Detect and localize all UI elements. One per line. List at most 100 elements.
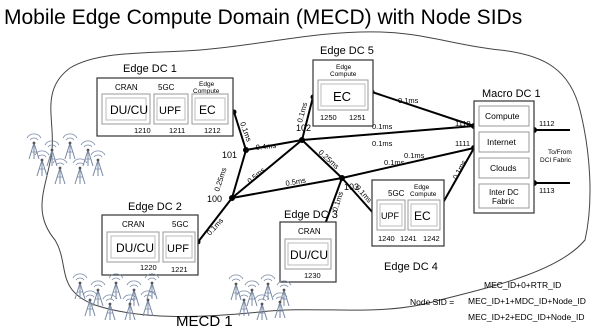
macro-dc-1: Macro DC 1 Compute Internet Clouds Inter… (455, 88, 572, 214)
svg-text:Internet: Internet (487, 137, 516, 147)
upf-label: UPF (159, 105, 181, 117)
cell-tower-icon (102, 294, 118, 321)
link-latency-label: 0.1ms (451, 158, 469, 180)
svg-text:1112: 1112 (539, 119, 555, 128)
svg-text:1211: 1211 (169, 126, 185, 135)
svg-text:1241: 1241 (400, 234, 417, 243)
router-icon (229, 195, 235, 201)
svg-text:1220: 1220 (140, 263, 157, 272)
link-100-103 (231, 177, 343, 199)
du-cu-label: DU/CU (116, 241, 154, 255)
svg-text:Inter DC: Inter DC (489, 188, 519, 197)
cell-tower-icon (72, 273, 88, 300)
svg-text:1250: 1250 (320, 113, 337, 122)
cell-tower-icon (260, 274, 276, 301)
cell-tower-icon (34, 150, 50, 177)
router-icon (339, 175, 345, 181)
ec-label: EC (199, 103, 216, 117)
cell-tower-icon (52, 158, 68, 185)
svg-text:5GC: 5GC (172, 220, 189, 229)
cell-tower-icon (80, 140, 96, 167)
cell-tower-icon (90, 280, 106, 307)
link-latency-label: 0.1ms (205, 216, 226, 237)
cell-tower-icon (126, 280, 142, 307)
node-sid-formula: MEC_ID+0+RTR_ID (484, 280, 561, 290)
cell-tower-icon (254, 294, 270, 321)
edge-dc-1-title: Edge DC 1 (123, 63, 177, 75)
svg-text:Compute: Compute (193, 88, 220, 95)
svg-text:CRAN: CRAN (115, 83, 138, 92)
cell-tower-icon (26, 133, 42, 160)
upf-label: UPF (381, 211, 400, 221)
svg-text:To/From: To/From (548, 149, 572, 156)
mecd-domain-outline (41, 31, 591, 317)
svg-text:1230: 1230 (304, 271, 321, 280)
upf-label: UPF (167, 243, 189, 255)
link-102-1110 (301, 125, 475, 141)
edge-dc-5: Edge DC 5 Edge Compute EC 1250 1251 (312, 45, 374, 127)
svg-text:1212: 1212 (204, 126, 221, 135)
cell-tower-group (26, 133, 106, 185)
router-label: 100 (207, 194, 222, 204)
svg-text:Edge: Edge (414, 184, 430, 191)
edge-dc-3: Edge DC 3 CRAN DU/CU 1230 (279, 209, 338, 283)
router-label: 101 (222, 150, 237, 160)
link-100-dc2 (197, 197, 233, 243)
cell-tower-icon (272, 292, 288, 319)
node-sid-label: Node SID = (410, 297, 454, 307)
svg-text:5GC: 5GC (158, 83, 175, 92)
du-cu-label: DU/CU (290, 248, 328, 262)
link-latency-label: 0.1ms (398, 96, 419, 105)
edge-dc-2: Edge DC 2 CRAN 5GC DU/CU UPF 1220 1221 (101, 201, 199, 276)
link-latency-label: 0.4ms (255, 141, 277, 152)
edge-dc-2-title: Edge DC 2 (128, 201, 182, 213)
link-103-dc4 (341, 177, 375, 215)
link-latency-label: 0.1ms (384, 158, 405, 167)
svg-text:1111: 1111 (455, 139, 470, 148)
ec-label: EC (414, 209, 431, 223)
svg-text:1240: 1240 (378, 234, 395, 243)
cell-tower-icon (244, 280, 260, 307)
svg-text:1242: 1242 (423, 234, 440, 243)
svg-text:DCI Fabric: DCI Fabric (540, 157, 572, 164)
link-latency-label: 0.25ms (317, 148, 341, 171)
link-latency-label: 0.1ms (372, 139, 393, 148)
du-cu-label: DU/CU (110, 103, 148, 117)
svg-text:Edge: Edge (199, 81, 215, 88)
link-latency-label: 0.5ms (285, 176, 307, 188)
svg-text:Compute: Compute (485, 111, 520, 121)
diagram-title: Mobile Edge Compute Domain (MECD) with N… (4, 6, 523, 29)
link-101-100 (231, 149, 247, 199)
node-sid-formula: MEC_ID+1+MDC_ID+Node_ID (468, 296, 586, 306)
edge-dc-1: Edge DC 1 CRAN 5GC Edge Compute DU/CU UP… (96, 63, 234, 137)
link-dc4-1111 (439, 147, 475, 209)
svg-text:Compute: Compute (410, 191, 437, 198)
link-latency-label: 0.1ms (372, 122, 393, 131)
router-icon (299, 137, 305, 143)
cell-tower-icon (62, 133, 78, 160)
edge-dc-5-title: Edge DC 5 (320, 45, 374, 57)
cell-tower-group (72, 273, 160, 321)
svg-text:Fabric: Fabric (492, 197, 514, 206)
edge-dc-4-title: Edge DC 4 (384, 261, 438, 273)
link-102-dc5 (301, 96, 314, 141)
svg-text:Clouds: Clouds (490, 163, 516, 173)
svg-text:1210: 1210 (134, 126, 151, 135)
cell-tower-icon (140, 290, 156, 317)
edge-dc-3-title: Edge DC 3 (284, 209, 338, 221)
link-dc5-1110 (371, 91, 475, 127)
edge-dc-4: 5GC Edge Compute UPF EC 1240 1241 1242 E… (371, 179, 445, 273)
link-latency-label: 0.25ms (212, 166, 228, 192)
cell-tower-icon (82, 290, 98, 317)
link-latency-label: 0.5ms (246, 165, 268, 185)
svg-text:Compute: Compute (330, 71, 357, 78)
link-lines (197, 91, 570, 243)
svg-text:5GC: 5GC (388, 189, 405, 198)
node-sid-formula: MEC_ID+2+EDC_ID+Node_ID (468, 312, 584, 322)
link-101-102 (245, 139, 303, 151)
macro-dc-1-title: Macro DC 1 (482, 88, 541, 100)
router-icon (243, 147, 249, 153)
svg-text:1251: 1251 (349, 113, 366, 122)
link-101-dc1 (233, 111, 247, 151)
svg-text:CRAN: CRAN (298, 227, 321, 236)
